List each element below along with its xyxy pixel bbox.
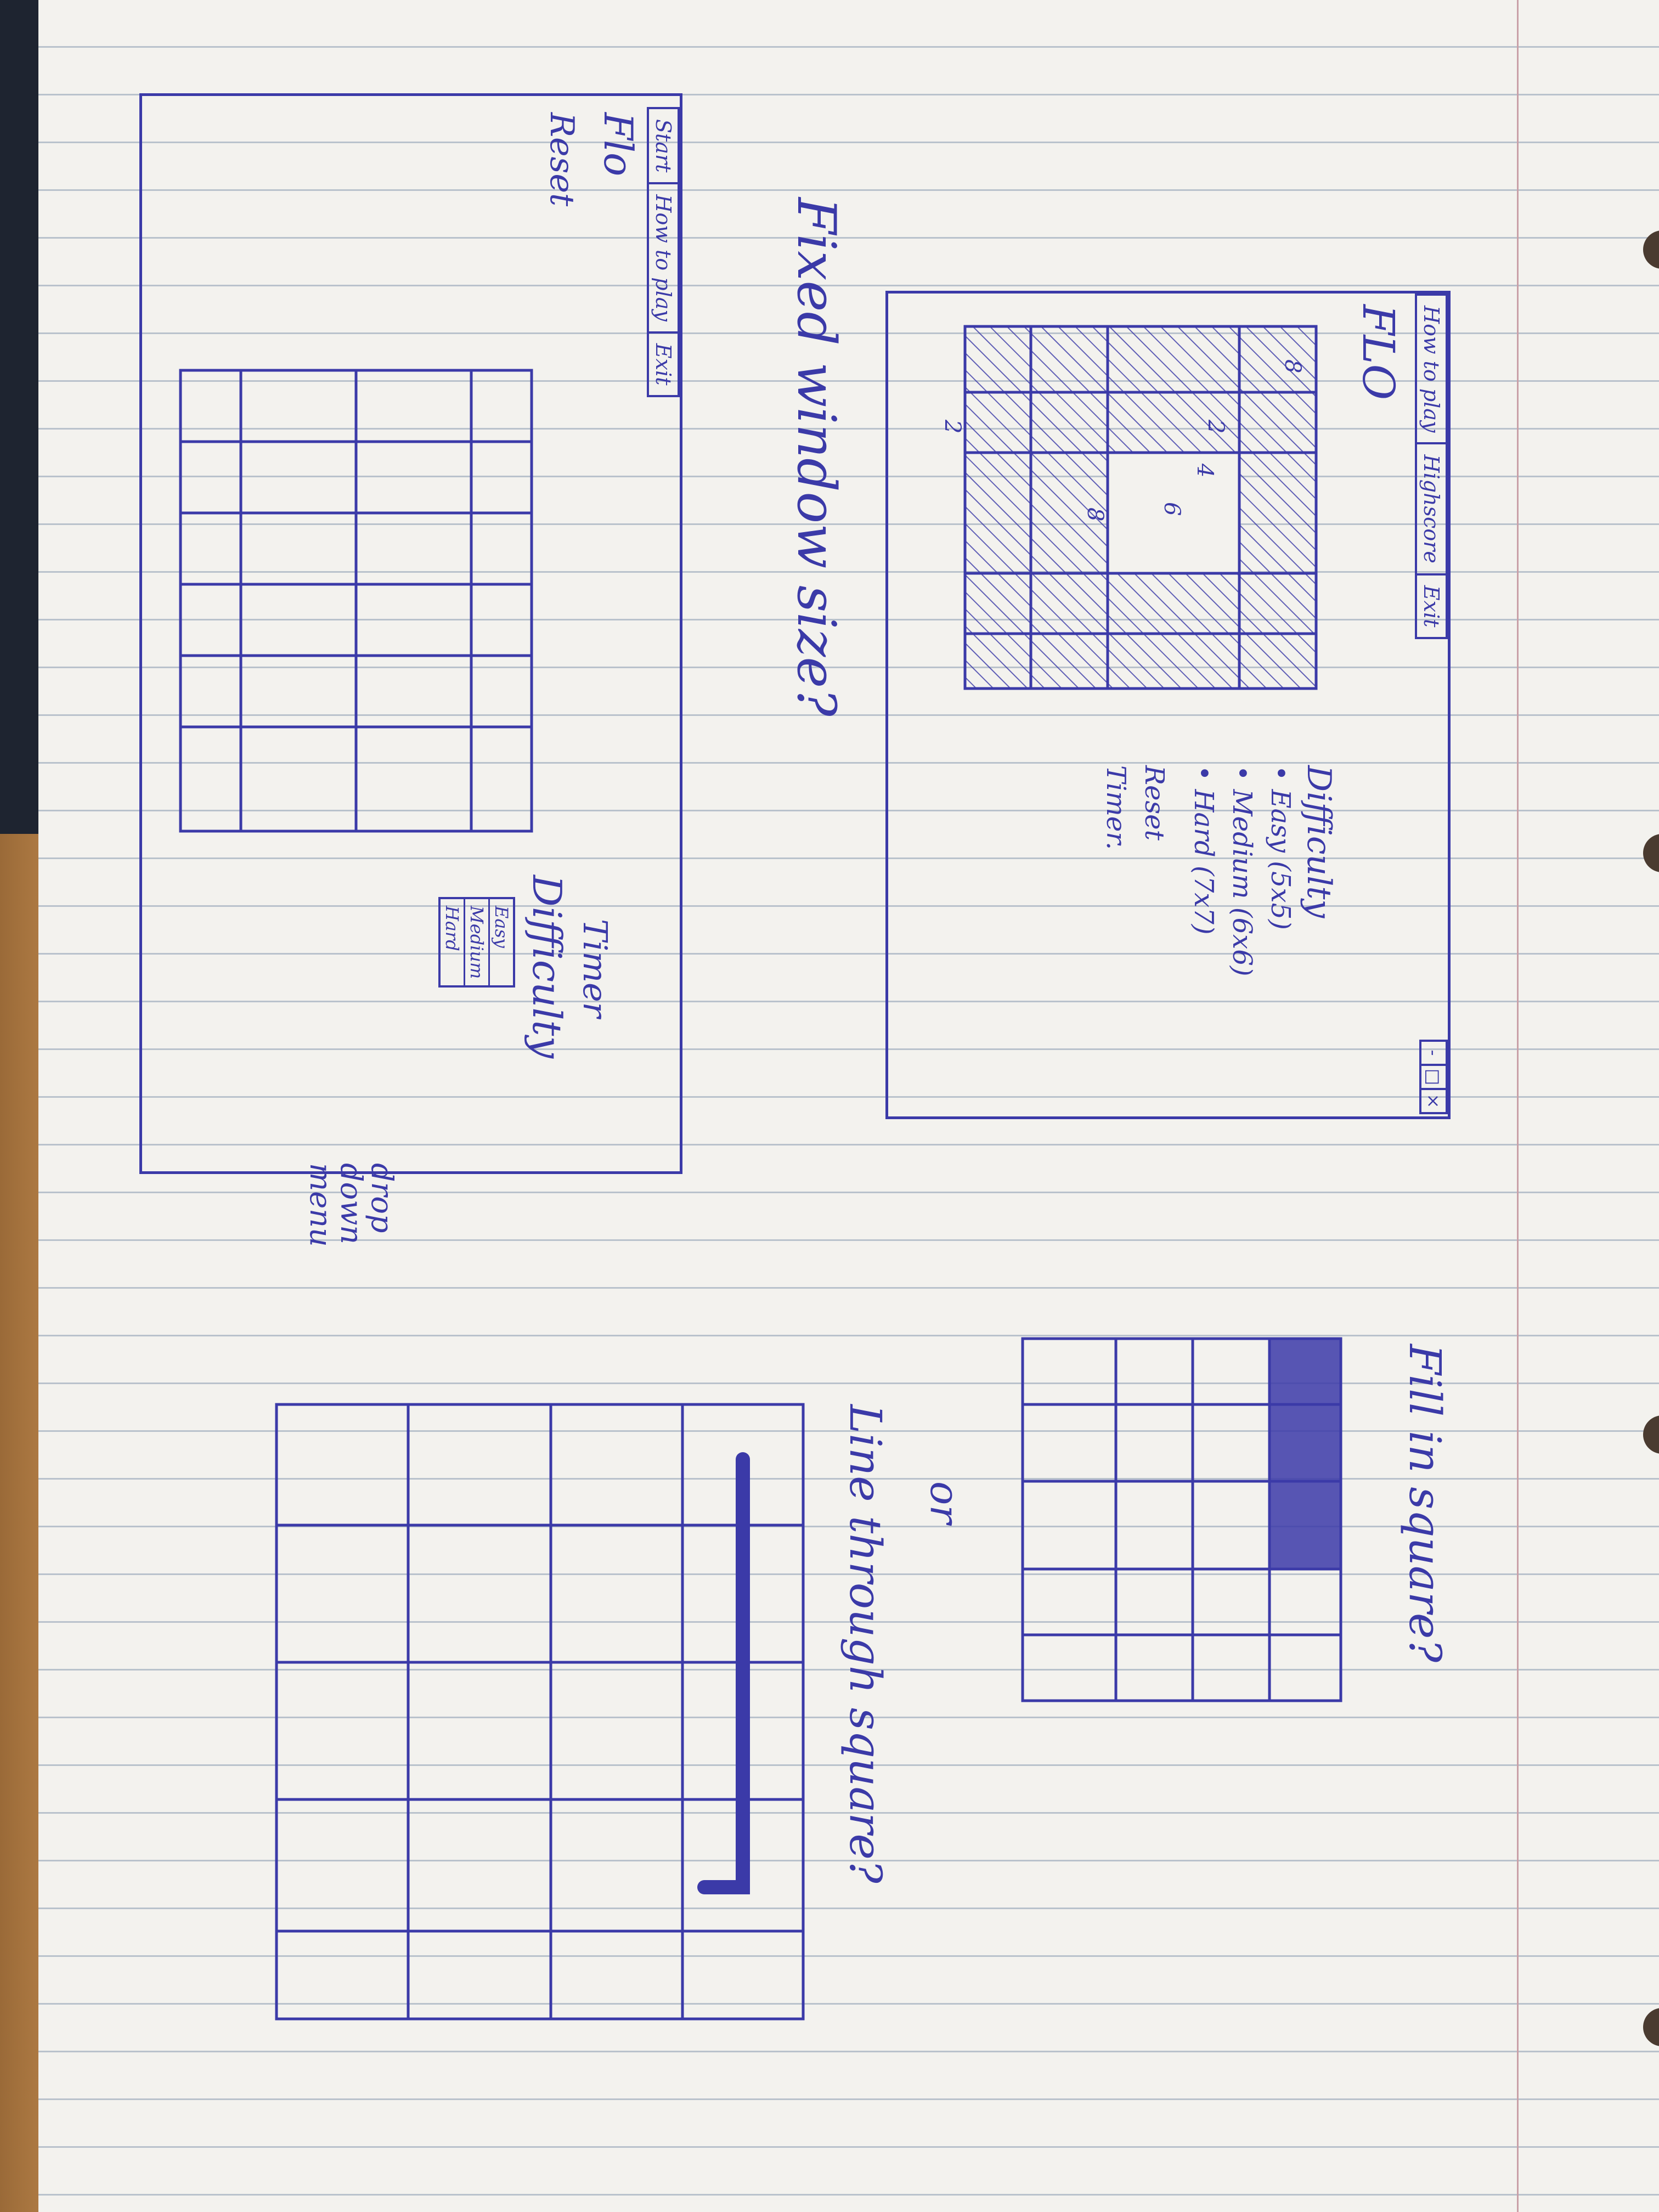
note-fixed-window: Fixed window size?	[786, 198, 847, 716]
maximize-icon[interactable]: □	[1421, 1066, 1446, 1090]
dropdown-option-medium[interactable]: Medium	[464, 899, 488, 986]
sketch2-game-grid	[179, 369, 533, 833]
timer-label: Timer	[575, 919, 614, 1018]
sketch1-window: How to play Highscore Exit - □ × FLO	[885, 291, 1451, 1119]
close-icon[interactable]: ×	[1423, 1093, 1444, 1109]
difficulty-option-medium[interactable]: • Medium (6x6)	[1227, 765, 1257, 977]
menu-start[interactable]: Start	[649, 109, 678, 185]
grid-number: 8	[1082, 507, 1108, 522]
annotation-drop-down-menu: drop down menu	[303, 1163, 399, 1247]
minimize-icon[interactable]: -	[1421, 1042, 1446, 1066]
menu-exit[interactable]: Exit	[1419, 585, 1443, 628]
menu-how-to-play[interactable]: How to play	[649, 184, 678, 334]
grid-number: 8	[1280, 359, 1305, 374]
grid-number: 4	[1192, 464, 1217, 478]
sketch1-title: FLO	[1353, 304, 1404, 400]
window-controls: - □ ×	[1419, 1040, 1448, 1114]
difficulty-option-easy[interactable]: • Easy (5x5)	[1265, 765, 1296, 930]
sketch1-menu-bar: How to play Highscore Exit	[1415, 294, 1448, 640]
note-fill-square: Fill in square?	[1400, 1344, 1451, 1663]
line-through-grid	[275, 1403, 805, 2021]
difficulty-dropdown[interactable]: Easy Medium Hard	[438, 897, 515, 988]
timer-label: Timer.	[1101, 765, 1131, 850]
difficulty-heading: Difficulty	[1300, 765, 1338, 918]
menu-exit[interactable]: Exit	[651, 343, 675, 386]
note-or: or	[922, 1481, 968, 1524]
note-line-through-square: Line through square?	[840, 1404, 891, 1883]
grid-number: 6	[1159, 502, 1184, 516]
menu-how-to-play[interactable]: How to play	[1417, 296, 1446, 445]
dropdown-option-hard[interactable]: Hard	[442, 906, 462, 951]
fill-square-grid	[1021, 1337, 1342, 1702]
sketch2-window: Start How to play Exit Flo Reset Timer D…	[139, 93, 682, 1174]
sketch2-menu-bar: Start How to play Exit	[647, 107, 680, 398]
difficulty-heading: Difficulty	[524, 875, 570, 1059]
sketch1-game-grid	[963, 325, 1318, 690]
reset-button[interactable]: Reset	[1139, 765, 1170, 840]
dropdown-option-easy[interactable]: Easy	[488, 899, 513, 986]
sketch2-title: Flo	[595, 112, 641, 177]
margin-line	[1517, 0, 1519, 2212]
grid-number: 2	[1203, 420, 1228, 434]
difficulty-option-hard[interactable]: • Hard (7x7)	[1188, 765, 1219, 935]
grid-number: 2	[940, 420, 965, 434]
menu-highscore[interactable]: Highscore	[1417, 444, 1446, 575]
reset-button[interactable]: Reset	[543, 112, 581, 207]
notebook-page	[38, 0, 1659, 2212]
sketch1-sidebar: Difficulty • Easy (5x5) • Medium (6x6) •…	[1097, 765, 1338, 977]
